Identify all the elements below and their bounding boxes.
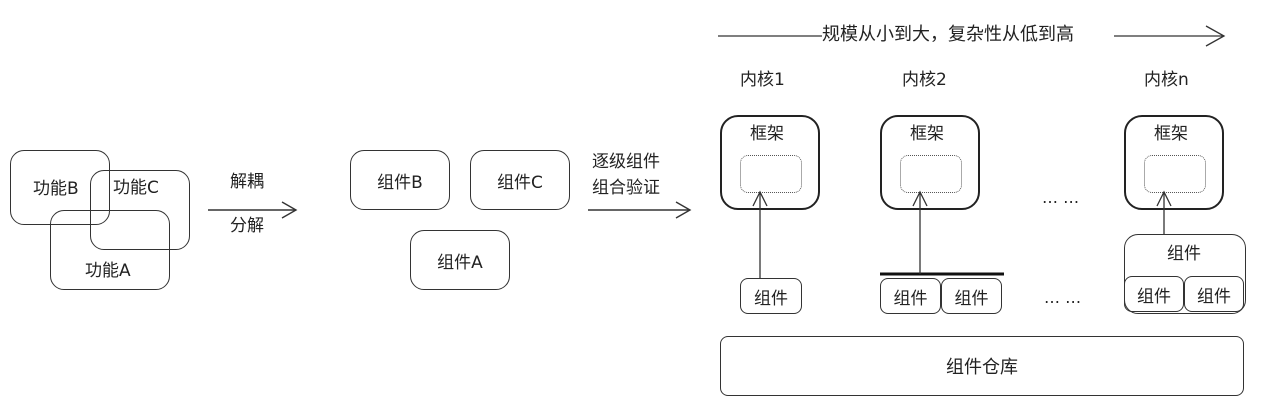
kernel-2-component-1: 组件 [880,278,941,314]
ellipsis-upper: … … [1042,188,1080,207]
kernel-2-component-2: 组件 [941,278,1002,314]
component-repository: 组件仓库 [720,336,1244,396]
component-a-box: 组件A [410,230,510,290]
kernel-2-framework-label: 框架 [910,124,944,144]
kernel-n-slot [1144,155,1206,193]
component-c-box: 组件C [470,150,570,210]
function-b-label: 功能B [33,179,79,199]
kernel-n-composite-label: 组件 [1167,244,1201,264]
decouple-label: 解耦 [230,172,264,192]
kernel-2-component-1-label: 组件 [893,288,928,309]
kernel-2-slot [900,155,962,193]
kernel-1-component: 组件 [740,278,802,314]
kernel-n-component-1: 组件 [1124,276,1184,312]
component-b-label: 组件B [377,172,423,193]
kernel-n-component-2: 组件 [1184,276,1244,312]
kernel-1-slot [740,155,802,193]
ellipsis-lower: … … [1044,288,1082,307]
function-b-box: 功能B [10,150,110,225]
kernel-n-framework: 框架 [1124,115,1224,210]
stepwise-label: 逐级组件 [592,152,660,172]
kernel-n-framework-label: 框架 [1154,124,1188,144]
scale-arrow-label: 规模从小到大，复杂性从低到高 [822,24,1074,45]
kernel-2-component-2-label: 组件 [954,288,989,309]
function-a-label: 功能A [85,261,131,281]
kernel-2-title: 内核2 [902,70,947,90]
function-a-box: 功能A [50,210,170,290]
component-a-label: 组件A [437,252,483,273]
verify-label: 组合验证 [592,178,660,198]
component-b-box: 组件B [350,150,450,210]
kernel-2-framework: 框架 [880,115,980,210]
kernel-1-title: 内核1 [740,70,785,90]
kernel-1-framework: 框架 [720,115,820,210]
kernel-1-component-label: 组件 [754,288,788,309]
kernel-n-composite: 组件 [1124,234,1246,314]
decompose-label: 分解 [230,216,264,236]
component-c-label: 组件C [497,172,543,193]
kernel-1-framework-label: 框架 [750,124,784,144]
kernel-n-title: 内核n [1144,70,1189,90]
kernel-n-component-2-label: 组件 [1197,286,1231,307]
function-c-label: 功能C [113,178,159,198]
kernel-n-component-1-label: 组件 [1137,286,1171,307]
component-repository-label: 组件仓库 [946,357,1018,378]
